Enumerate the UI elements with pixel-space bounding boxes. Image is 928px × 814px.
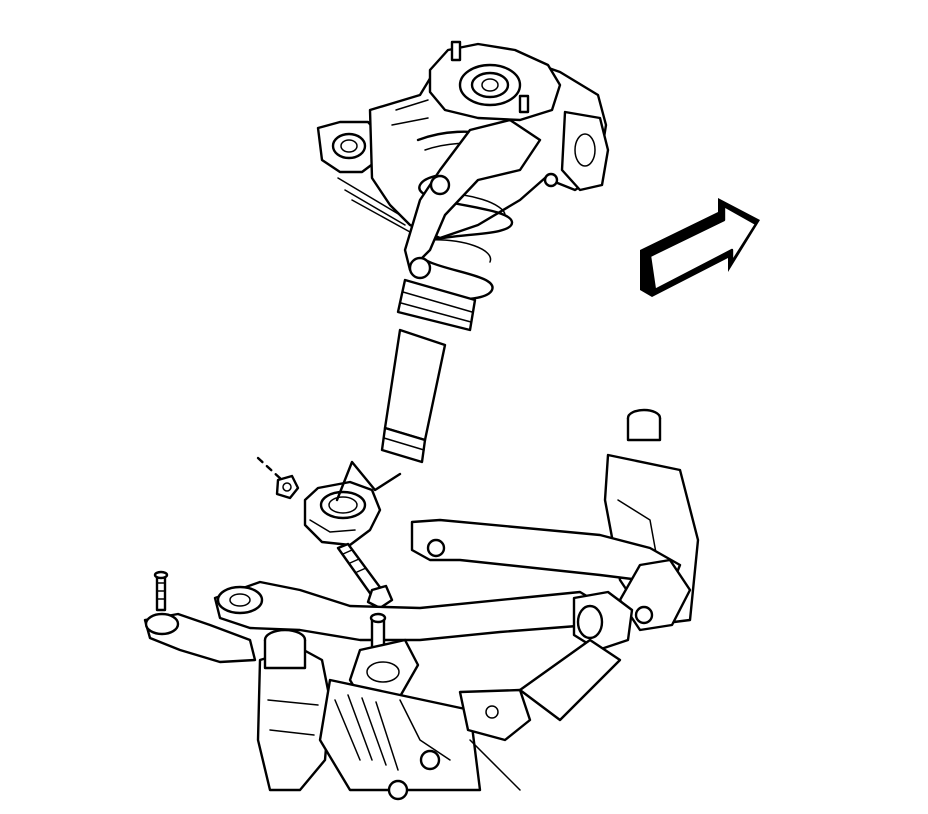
alignment-guideline [256,456,284,482]
steering-gear [318,678,532,801]
steering-knuckle [256,628,332,792]
break-line [335,460,402,502]
strut-assembly [380,118,542,464]
front-arrow-icon [640,198,760,297]
lower-control-arm [213,518,692,722]
strut-bracket-bolt [336,542,394,610]
strut-bracket-nut [275,474,300,500]
strut-bracket [303,480,382,547]
tie-rod-end [143,570,257,664]
